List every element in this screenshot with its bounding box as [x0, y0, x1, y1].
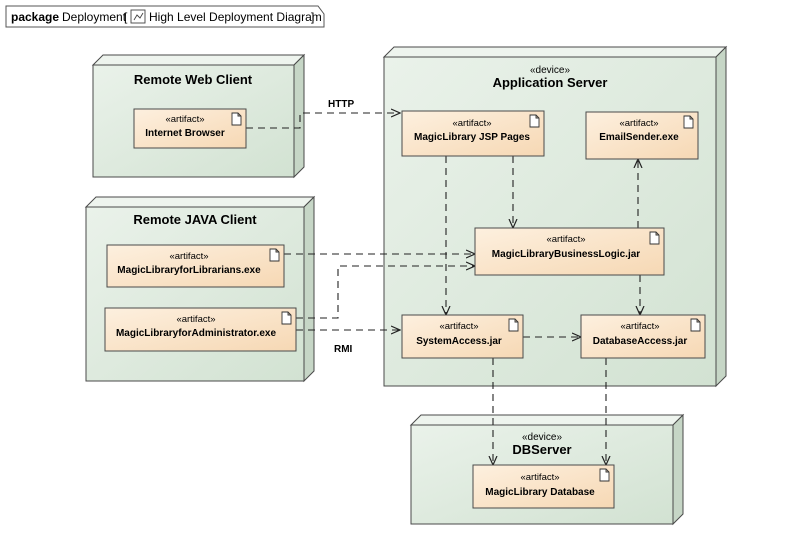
artifact-stereotype: «artifact»: [546, 234, 585, 245]
document-icon: [508, 318, 519, 332]
artifact-stereotype: «artifact»: [520, 472, 559, 483]
artifact-email-sender[interactable]: «artifact» EmailSender.exe: [585, 111, 699, 160]
document-icon: [683, 115, 694, 129]
artifact-stereotype: «artifact»: [165, 114, 204, 125]
rmi-label: RMI: [334, 344, 353, 355]
document-icon: [529, 114, 540, 128]
document-icon: [269, 248, 280, 262]
document-icon: [231, 112, 242, 126]
administrator-to-business-logic: [296, 266, 475, 319]
artifact-name: MagicLibraryBusinessLogic.jar: [492, 249, 640, 260]
artifact-name: EmailSender.exe: [599, 132, 679, 143]
artifact-name: MagicLibraryforLibrarians.exe: [117, 265, 261, 276]
http-connection: [246, 113, 400, 129]
http-label: HTTP: [328, 99, 354, 110]
artifact-stereotype: «artifact»: [620, 321, 659, 332]
header-diagram-title: High Level Deployment Diagram: [149, 10, 322, 24]
artifact-librarians-exe[interactable]: «artifact» MagicLibraryforLibrarians.exe: [106, 244, 285, 288]
document-icon: [649, 231, 660, 245]
document-icon: [281, 311, 292, 325]
diagram-icon: [130, 9, 146, 24]
artifact-stereotype: «artifact»: [619, 118, 658, 129]
header-bracket-open: [: [124, 10, 128, 24]
artifact-name: MagicLibraryforAdministrator.exe: [116, 328, 276, 339]
node-title: Remote Web Client: [134, 72, 253, 87]
header-keyword: package: [11, 10, 59, 24]
document-icon: [599, 468, 610, 482]
connectors: [246, 113, 640, 465]
node-stereotype: «device»: [530, 65, 570, 76]
artifact-database-access[interactable]: «artifact» DatabaseAccess.jar: [580, 314, 706, 359]
artifact-jsp-pages[interactable]: «artifact» MagicLibrary JSP Pages: [401, 110, 545, 157]
artifact-internet-browser[interactable]: «artifact» Internet Browser: [133, 108, 247, 149]
header-bracket-close: ]: [311, 10, 314, 24]
artifact-name: DatabaseAccess.jar: [593, 336, 688, 347]
document-icon: [690, 318, 701, 332]
node-remote-java-client[interactable]: Remote JAVA Client: [84, 195, 316, 383]
artifact-stereotype: «artifact»: [176, 314, 215, 325]
artifact-library-database[interactable]: «artifact» MagicLibrary Database: [472, 464, 615, 509]
artifact-stereotype: «artifact»: [452, 118, 491, 129]
node-title: Application Server: [493, 75, 608, 90]
header-package-name: Deployment: [62, 10, 127, 24]
artifact-system-access[interactable]: «artifact» SystemAccess.jar: [401, 314, 524, 359]
node-title: Remote JAVA Client: [133, 212, 257, 227]
artifact-administrator-exe[interactable]: «artifact» MagicLibraryforAdministrator.…: [104, 307, 297, 352]
artifact-name: Internet Browser: [145, 128, 225, 139]
artifact-stereotype: «artifact»: [439, 321, 478, 332]
diagram-header: package Deployment [ High Level Deployme…: [5, 5, 325, 28]
artifact-name: MagicLibrary Database: [485, 487, 595, 498]
artifact-stereotype: «artifact»: [169, 251, 208, 262]
node-title: DBServer: [512, 442, 571, 457]
artifact-business-logic[interactable]: «artifact» MagicLibraryBusinessLogic.jar: [474, 227, 665, 276]
artifact-name: MagicLibrary JSP Pages: [414, 132, 530, 143]
artifact-name: SystemAccess.jar: [416, 336, 502, 347]
node-stereotype: «device»: [522, 432, 562, 443]
